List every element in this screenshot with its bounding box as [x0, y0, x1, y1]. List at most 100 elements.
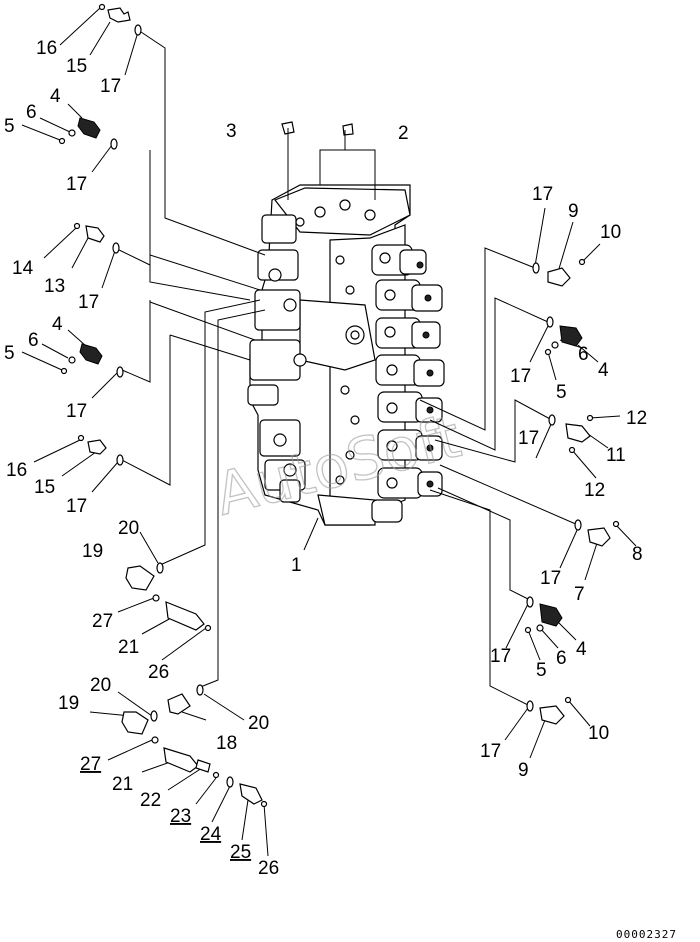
o-ring-part-5b — [60, 367, 68, 375]
callout-label: 13 — [44, 276, 65, 297]
callout-label: 12 — [626, 408, 647, 429]
callout-label: 19 — [82, 541, 103, 562]
image-code: 00002327 — [616, 928, 677, 941]
callout-label: 20 — [248, 713, 269, 734]
o-ring-part-17h — [548, 414, 556, 426]
callout-label: 26 — [258, 858, 279, 879]
o-ring-part-20 — [156, 562, 164, 574]
callout-label: 17 — [66, 496, 87, 517]
o-ring-part-27 — [152, 594, 160, 602]
sensor-part-19b — [121, 711, 149, 735]
callout-label: 16 — [36, 38, 57, 59]
adapter-part-18 — [167, 693, 191, 715]
valve-spool-sections — [371, 244, 445, 523]
callout-label: 17 — [66, 174, 87, 195]
callout-label: 4 — [52, 314, 63, 335]
o-ring-part-17i — [574, 519, 582, 531]
fitting-part-22 — [195, 759, 211, 773]
callout-label: 4 — [50, 86, 61, 107]
callout-label: 4 — [598, 360, 609, 381]
callout-label: 5 — [4, 343, 15, 364]
o-ring-part-17g — [546, 316, 554, 328]
o-ring-part-5 — [58, 137, 66, 145]
main-control-valve — [247, 121, 445, 526]
callout-label: 9 — [568, 201, 579, 222]
routing-lines — [21, 7, 637, 857]
callout-label: 10 — [600, 222, 621, 243]
o-ring-part-17k — [526, 700, 534, 712]
callout-label: 19 — [58, 693, 79, 714]
callout-label: 17 — [540, 568, 561, 589]
o-ring-part-16b — [77, 434, 85, 442]
callout-label: 6 — [28, 330, 39, 351]
callout-label: 17 — [532, 184, 553, 205]
o-ring-part-24 — [226, 776, 234, 788]
callout-label: 17 — [510, 366, 531, 387]
o-ring-part-17j — [526, 596, 534, 608]
callout-label: 17 — [78, 292, 99, 313]
callout-label: 27 — [92, 611, 113, 632]
o-ring-part-23 — [212, 771, 220, 779]
o-ring-part-6d — [536, 624, 544, 632]
elbow-fitting-part-9 — [547, 267, 571, 287]
o-ring-part-16 — [98, 3, 106, 11]
callout-label: 26 — [148, 662, 169, 683]
callout-label: 6 — [26, 102, 37, 123]
callout-labels: 16 15 17 4 6 5 17 3 2 14 13 17 4 6 5 17 … — [4, 38, 647, 879]
valve-port-holes — [268, 199, 434, 489]
elbow-fitting-part-15 — [107, 7, 131, 23]
callout-label: 20 — [90, 675, 111, 696]
o-ring-part-27b — [151, 736, 159, 744]
callout-label: 6 — [556, 648, 567, 669]
o-ring-part-17e — [116, 454, 124, 466]
callout-label: 21 — [118, 637, 139, 658]
elbow-fitting-part-11 — [565, 423, 591, 443]
adapter-part-21 — [165, 601, 205, 631]
connector-part-4c — [559, 325, 583, 347]
callout-label: 25 — [230, 842, 251, 863]
elbow-fitting-part-9b — [539, 705, 565, 725]
callout-label: 15 — [66, 56, 87, 77]
callout-label: 1 — [291, 555, 302, 576]
o-ring-part-10b — [564, 696, 572, 704]
o-ring-part-26 — [204, 624, 212, 632]
sensor-part-19 — [125, 565, 155, 591]
connector-part-4d — [539, 603, 563, 627]
callout-label: 17 — [518, 428, 539, 449]
callout-label: 11 — [606, 445, 626, 466]
o-ring-part-26b — [260, 800, 268, 808]
callout-label: 17 — [490, 646, 511, 667]
elbow-fitting-part-25 — [239, 783, 263, 805]
callout-label: 8 — [632, 544, 643, 565]
o-ring-part-12 — [586, 414, 594, 422]
o-ring-part-5d — [524, 626, 532, 634]
o-ring-part-14 — [73, 222, 81, 230]
callout-label: 17 — [480, 741, 501, 762]
o-ring-part-12b — [568, 446, 576, 454]
callout-label: 12 — [584, 480, 605, 501]
callout-label: 17 — [66, 401, 87, 422]
callout-label: 3 — [226, 121, 237, 142]
elbow-fitting-part-13 — [85, 225, 105, 243]
o-ring-part-6b — [68, 356, 76, 364]
o-ring-part-17c — [112, 242, 120, 254]
o-ring-part-20c — [196, 684, 204, 696]
connector-part-4b — [79, 343, 103, 365]
callout-label: 23 — [170, 806, 191, 827]
callout-label: 5 — [556, 382, 567, 403]
callout-label: 5 — [536, 660, 547, 681]
fittings — [58, 3, 620, 808]
o-ring-part-17f — [532, 262, 540, 274]
elbow-fitting-part-15b — [87, 439, 107, 455]
callout-label: 5 — [4, 116, 15, 137]
callout-label: 15 — [34, 477, 55, 498]
o-ring-part-17b — [110, 138, 118, 150]
callout-label: 20 — [118, 518, 139, 539]
callout-label: 21 — [112, 774, 133, 795]
callout-label: 17 — [100, 76, 121, 97]
adapter-part-21b — [163, 747, 199, 773]
callout-label: 18 — [216, 733, 237, 754]
o-ring-part-6c — [551, 341, 559, 349]
connector-part-4 — [77, 117, 101, 139]
